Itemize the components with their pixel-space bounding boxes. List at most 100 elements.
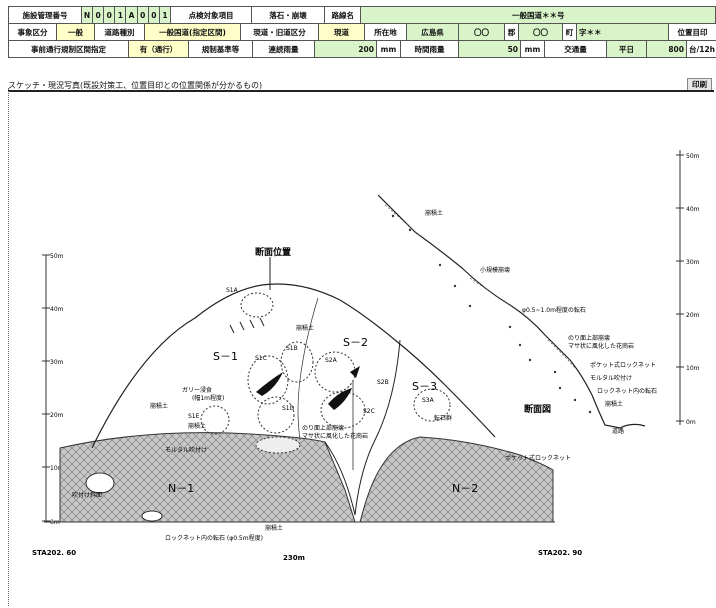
label-s2a: S2A	[325, 357, 338, 364]
label-norishizen-sub: マサ状に風化した花崗岩	[302, 432, 368, 440]
road-type-value[interactable]: 一般国道(指定区間)	[144, 23, 241, 41]
location-label: 所在地	[364, 23, 407, 41]
label-s3a: S3A	[422, 397, 435, 404]
prof-label-masa: マサ状に風化した花崗岩	[568, 342, 634, 350]
label-collapse-top: 崩積土	[296, 324, 314, 332]
profile-surface-dots	[384, 204, 576, 369]
inspection-item-label: 点検対象項目	[170, 6, 253, 24]
prof-label-road: 道路	[612, 427, 624, 435]
road-class-value[interactable]: 現道	[318, 23, 365, 41]
collapse-marker-s1	[256, 372, 283, 396]
label-n2: N－2	[452, 482, 478, 495]
position-marker-label: 位置目印	[668, 23, 716, 41]
label-rocknet-fall: ロックネット内の転石 (φ0.5m程度)	[165, 534, 263, 542]
header-row-3: 事前通行規制区間指定 有（通行） 規制基準等 連続雨量 200 mm 時間雨量 …	[8, 40, 716, 58]
central-gully-line	[324, 339, 401, 516]
label-s3: S－3	[412, 380, 437, 393]
station-left: STA202. 60	[32, 549, 76, 557]
left-scale-20: 20m	[50, 412, 64, 419]
facility-id-char[interactable]: A	[125, 6, 138, 24]
right-scale-20: 20m	[686, 312, 700, 319]
hourly-rain-label: 時間雨量	[400, 40, 459, 58]
feature-s1e	[200, 405, 230, 435]
road-type-label: 道路種別	[94, 23, 145, 41]
collapse-marker-s2b	[350, 366, 360, 378]
event-type-label: 事象区分	[8, 23, 57, 41]
prof-label-mortar: モルタル吹付け	[590, 374, 632, 382]
label-gully-sub: (幅1m程度)	[192, 394, 224, 402]
right-scale-30: 30m	[686, 259, 700, 266]
label-norishizen: のり面上部崩壊	[302, 424, 344, 432]
label-sprayed-slope: 吹付け斜面	[72, 491, 102, 499]
sketch-area	[8, 88, 715, 606]
prof-label-stone: φ0.5~1.0m程度の転石	[522, 306, 586, 314]
label-gully: ガリー浸食	[182, 386, 212, 394]
left-scale-10: 10m	[50, 465, 64, 472]
event-type-value[interactable]: 一般	[56, 23, 95, 41]
feature-rocknet-stones	[141, 510, 163, 522]
right-scale-0: 0m	[686, 419, 696, 426]
rock-mass-n2	[359, 436, 554, 523]
label-pocket: ポケット式ロックネット	[505, 454, 571, 462]
facility-id-char[interactable]: 1	[158, 6, 172, 24]
district-value[interactable]: 〇〇	[458, 23, 505, 41]
continuous-rain-value[interactable]: 200	[314, 40, 377, 58]
slope-outline	[91, 283, 496, 449]
label-s1a: S1A	[226, 287, 239, 294]
right-scale-50: 50m	[686, 153, 700, 160]
right-scale-ticks	[676, 154, 684, 422]
prof-label-small: 小規模崩壊	[480, 266, 510, 274]
feature-s1a	[240, 292, 274, 318]
feature-s3a	[413, 388, 451, 422]
collapse-marker-s2	[328, 388, 352, 410]
header-row-2: 事象区分 一般 道路種別 一般国道(指定区間) 現道・旧道区分 現道 所在地 広…	[8, 23, 716, 41]
feature-sprayed-slope	[85, 472, 115, 494]
station-right: STA202. 90	[538, 549, 582, 557]
label-s1c: S1C	[255, 355, 267, 362]
district-suffix: 郡	[504, 23, 519, 41]
label-n1: N－1	[168, 482, 194, 495]
left-scale-ticks	[42, 254, 50, 522]
upper-slope-marks	[229, 317, 265, 334]
header-row-3-table: 事前通行規制区間指定 有（通行） 規制基準等 連続雨量 200 mm 時間雨量 …	[8, 40, 716, 58]
label-s2c: S2C	[363, 408, 375, 415]
prof-label-collapse: 崩積土	[425, 209, 443, 217]
route-name-value[interactable]: 一般国道＊＊号	[360, 6, 716, 24]
prof-label-pocket: ポケット式ロックネット	[590, 361, 656, 369]
inspection-item-value: 落石・崩壊	[251, 6, 325, 24]
right-scale-40: 40m	[686, 206, 700, 213]
feature-s1c	[247, 355, 289, 405]
regulation-standard-label: 規制基準等	[188, 40, 253, 58]
traffic-count-value[interactable]: 800	[646, 40, 687, 58]
section-width: 230m	[283, 554, 305, 562]
facility-id-char[interactable]: 0	[147, 6, 160, 24]
continuous-rain-unit: mm	[376, 40, 401, 58]
division-line	[297, 297, 319, 441]
header-row-2-table: 事象区分 一般 道路種別 一般国道(指定区間) 現道・旧道区分 現道 所在地 広…	[8, 23, 716, 41]
aza-value[interactable]: 字＊＊	[576, 23, 669, 41]
town-value[interactable]: 〇〇	[518, 23, 563, 41]
label-s1b: S1B	[286, 345, 298, 352]
section-diagram-label: 断面図	[524, 403, 551, 415]
left-scale-30: 30m	[50, 359, 64, 366]
label-s1d: S1D	[282, 405, 295, 412]
label-s1e: S1E	[188, 413, 200, 420]
prof-label-rockin: ロックネット内の転石	[597, 387, 657, 395]
caption-divider	[8, 90, 714, 92]
header-row-1: 施設管理番号 N 0 0 1 A 0 0 1 点検対象項目 落石・崩壊 路線名 …	[8, 6, 716, 24]
label-pile-soil: 崩積土	[265, 524, 283, 532]
traffic-label: 交通量	[544, 40, 607, 58]
sketch-caption: スケッチ・現況写真(既設対策工、位置目印との位置関係が分かるもの)	[8, 81, 263, 90]
label-s1: S－1	[213, 350, 238, 363]
inspection-header-table: 施設管理番号 N 0 0 1 A 0 0 1 点検対象項目 落石・崩壊 路線名 …	[8, 6, 716, 24]
left-scale-40: 40m	[50, 306, 64, 313]
facility-id-label: 施設管理番号	[8, 6, 82, 24]
label-gully-soil: 崩積土	[188, 422, 206, 430]
continuous-rain-label: 連続雨量	[252, 40, 315, 58]
feature-norishizen	[255, 436, 301, 454]
left-scale-50: 50m	[50, 253, 64, 260]
feature-s1d	[257, 396, 295, 434]
hourly-rain-unit: mm	[520, 40, 545, 58]
traffic-day-value[interactable]: 平日	[606, 40, 647, 58]
